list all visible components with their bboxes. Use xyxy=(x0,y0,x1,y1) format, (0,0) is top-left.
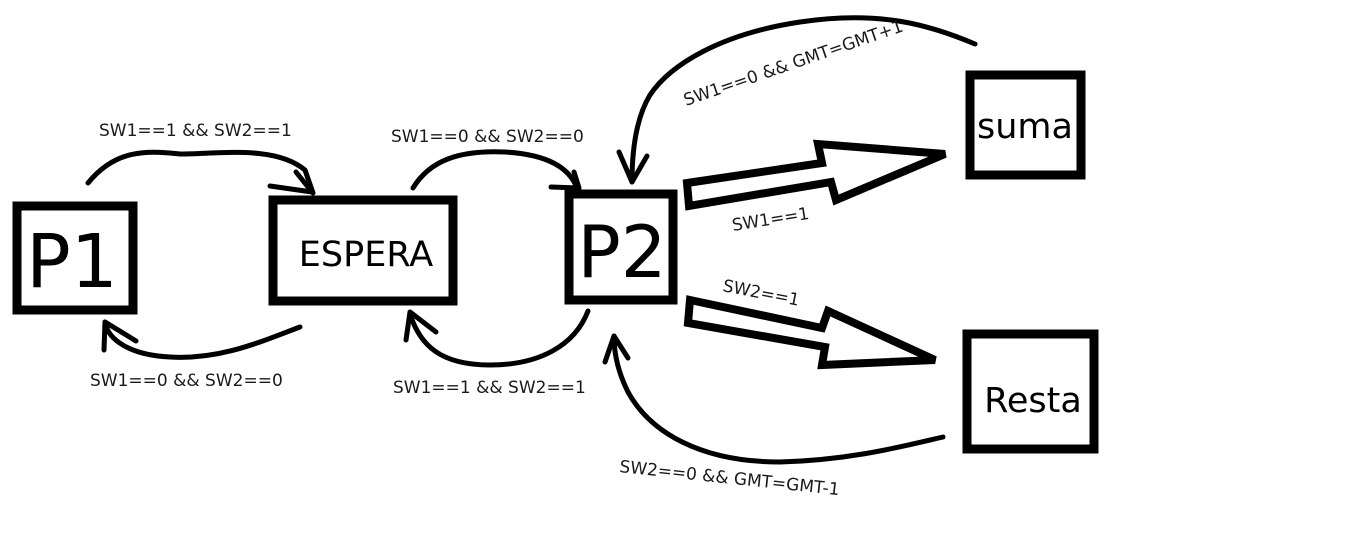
label-p2-to-suma: SW1==1 xyxy=(731,204,811,236)
state-p2-label: P2 xyxy=(577,210,666,294)
transition-espera-to-p2: SW1==0 && SW2==0 xyxy=(391,127,584,191)
curved-arrow-espera-to-p1 xyxy=(102,319,303,360)
label-resta-to-p2: SW2==0 && GMT=GMT-1 xyxy=(618,457,840,500)
curved-arrow-espera-to-p2 xyxy=(410,149,580,191)
fat-arrow-p2-to-suma xyxy=(682,139,947,211)
curved-arrow-p1-to-espera xyxy=(85,149,316,196)
curved-arrow-suma-to-p2 xyxy=(629,15,978,185)
transition-p2-to-espera: SW1==1 && SW2==1 xyxy=(393,308,591,398)
transition-p1-to-espera: SW1==1 && SW2==1 xyxy=(85,121,316,196)
curved-arrow-p2-to-espera xyxy=(407,308,591,368)
label-espera-to-p1: SW1==0 && SW2==0 xyxy=(90,371,283,391)
arrowhead-espera-to-p1 xyxy=(101,319,139,353)
label-suma-to-p2: SW1==0 && GMT=GMT+1 xyxy=(681,17,906,111)
state-suma: suma xyxy=(965,70,1086,180)
state-resta-label: Resta xyxy=(984,381,1082,421)
arrowhead-suma-to-p2 xyxy=(616,149,650,185)
state-resta: Resta xyxy=(962,329,1099,454)
label-espera-to-p2: SW1==0 && SW2==0 xyxy=(391,127,584,147)
state-suma-label: suma xyxy=(977,107,1073,147)
state-espera: ESPERA xyxy=(268,195,458,306)
arrowhead-espera-to-p2 xyxy=(548,169,582,191)
state-p1-label: P1 xyxy=(26,219,118,305)
arrowhead-resta-to-p2 xyxy=(602,333,631,365)
transition-espera-to-p1: SW1==0 && SW2==0 xyxy=(90,319,303,391)
fat-arrow-p2-to-resta xyxy=(683,295,937,370)
label-p2-to-espera: SW1==1 && SW2==1 xyxy=(393,378,586,398)
state-p1: P1 xyxy=(12,201,138,315)
transition-p2-to-suma: SW1==1 xyxy=(682,139,947,236)
state-espera-label: ESPERA xyxy=(299,235,433,275)
label-p1-to-espera: SW1==1 && SW2==1 xyxy=(99,121,292,141)
curved-arrow-resta-to-p2 xyxy=(611,333,946,465)
transition-p2-to-resta: SW2==1 xyxy=(683,276,937,370)
arrowhead-p2-to-espera xyxy=(403,309,439,343)
state-p2: P2 xyxy=(564,189,678,305)
arrowhead-p1-to-espera xyxy=(267,169,315,195)
